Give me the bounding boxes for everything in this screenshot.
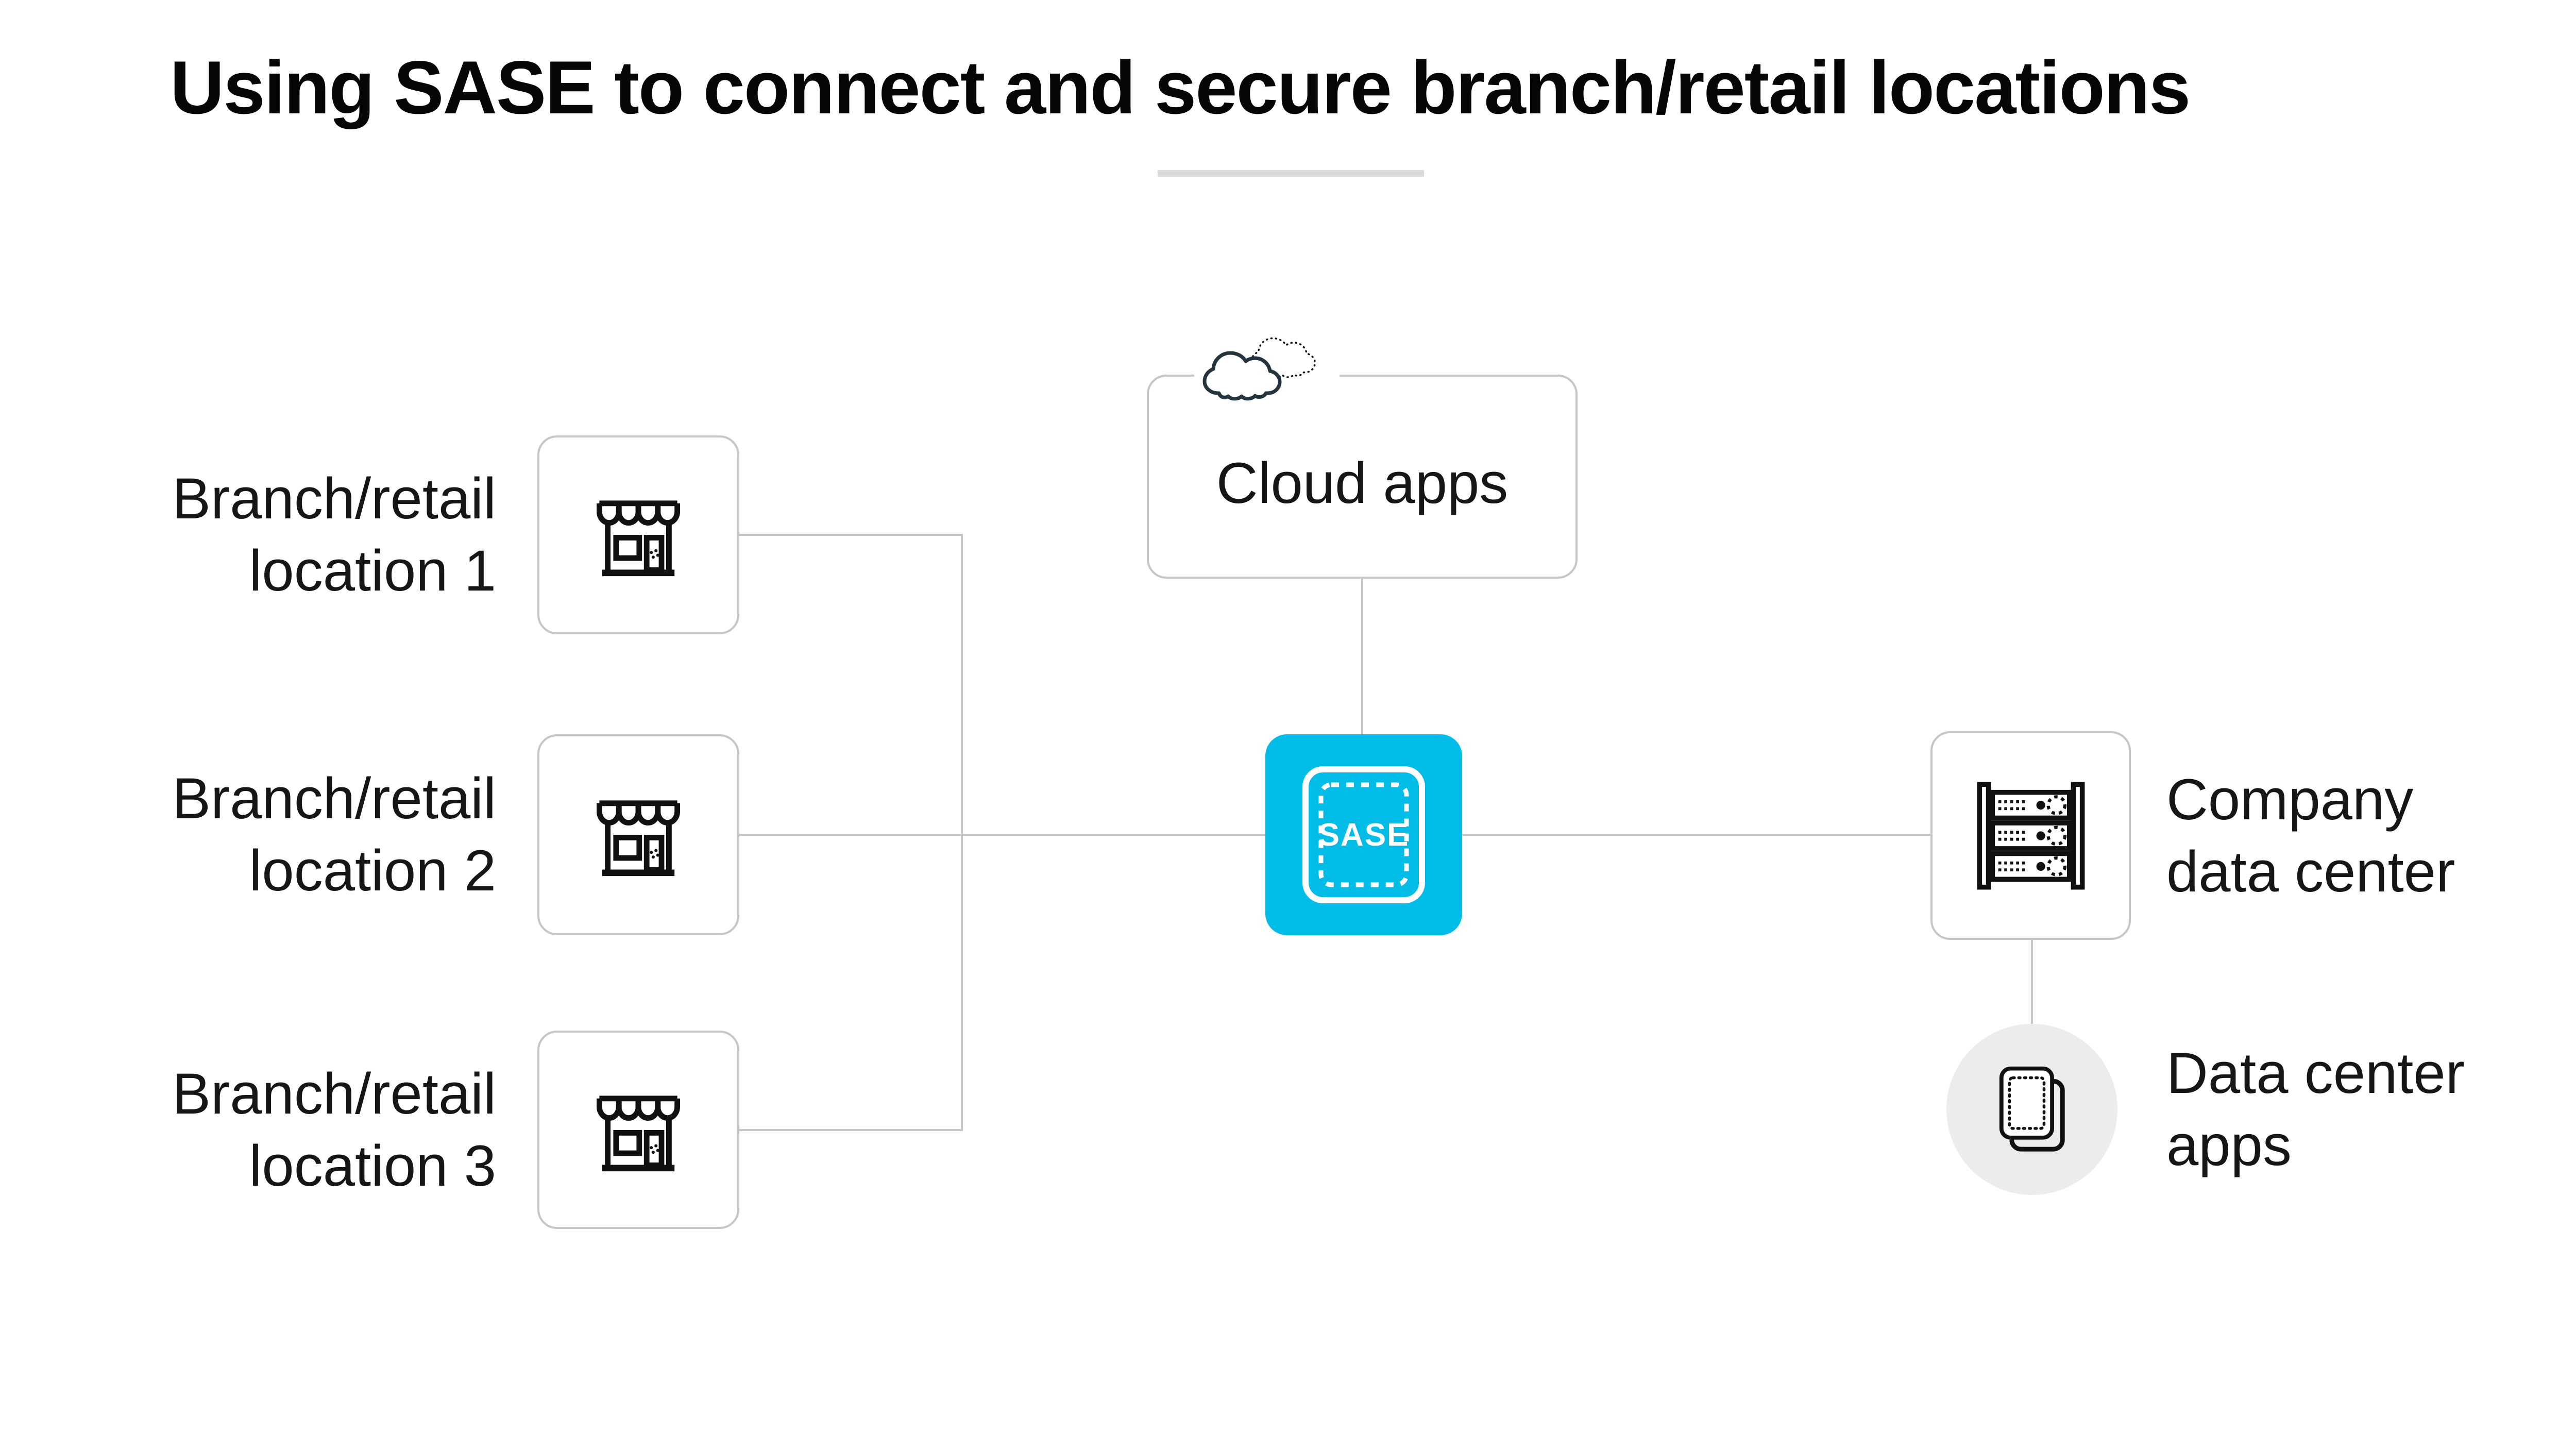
title-divider <box>1158 170 1424 177</box>
stacked-apps-icon <box>1999 1066 2065 1152</box>
company-datacenter-label-line1: Company <box>2166 767 2414 832</box>
storefront-icon <box>597 800 680 877</box>
server-indicator-dots <box>1998 800 2045 871</box>
branch-1-node <box>537 435 739 634</box>
door-handle-dots <box>650 849 659 859</box>
branch-2-label-line2: location 2 <box>249 838 496 903</box>
branch-1-label-line2: location 1 <box>249 538 496 603</box>
connector-sase-to-datacenter <box>1462 834 1930 836</box>
connector-datacenter-to-apps <box>2031 940 2033 1024</box>
cloud-icon <box>1194 335 1340 413</box>
branch-3-node <box>537 1031 739 1229</box>
company-datacenter-label: Company data center <box>2166 731 2576 940</box>
datacenter-apps-label-line1: Data center <box>2166 1041 2465 1105</box>
door-handle-dots <box>650 549 659 559</box>
cloud-apps-label: Cloud apps <box>1216 451 1509 515</box>
connector-branch2-to-sase <box>739 834 1265 836</box>
company-datacenter-node <box>1930 731 2131 940</box>
connector-cloud-to-sase <box>1361 579 1363 734</box>
sase-node: SASE <box>1265 734 1462 935</box>
datacenter-apps-label: Data center apps <box>2166 1024 2576 1195</box>
page-title: Using SASE to connect and secure branch/… <box>170 45 2191 129</box>
company-datacenter-label-line2: data center <box>2166 839 2455 904</box>
connector-branch3 <box>739 1129 962 1131</box>
storefront-icon <box>597 500 680 577</box>
cloud-apps-node: Cloud apps <box>1147 375 1578 579</box>
branch-2-node <box>537 734 739 935</box>
branch-2-label: Branch/retail location 2 <box>129 734 496 935</box>
storefront-icon <box>597 1095 680 1171</box>
branch-3-label-line1: Branch/retail <box>172 1061 496 1126</box>
door-handle-dots <box>650 1144 659 1154</box>
sase-label: SASE <box>1318 817 1410 853</box>
datacenter-apps-node <box>1946 1024 2117 1195</box>
branch-1-label: Branch/retail location 1 <box>129 435 496 634</box>
sase-icon: SASE <box>1302 766 1425 903</box>
branch-2-label-line1: Branch/retail <box>172 766 496 831</box>
server-rack-icon <box>1977 782 2084 889</box>
connector-vertical-join <box>961 534 963 1131</box>
cloud-solid-outline <box>1202 351 1282 401</box>
server-dashed-rings <box>2046 795 2066 877</box>
connector-branch1 <box>739 534 962 536</box>
branch-3-label-line2: location 3 <box>249 1133 496 1198</box>
datacenter-apps-label-line2: apps <box>2166 1113 2292 1177</box>
branch-1-label-line1: Branch/retail <box>172 466 496 531</box>
cloud-dotted-outline <box>1250 337 1316 378</box>
branch-3-label: Branch/retail location 3 <box>129 1031 496 1229</box>
